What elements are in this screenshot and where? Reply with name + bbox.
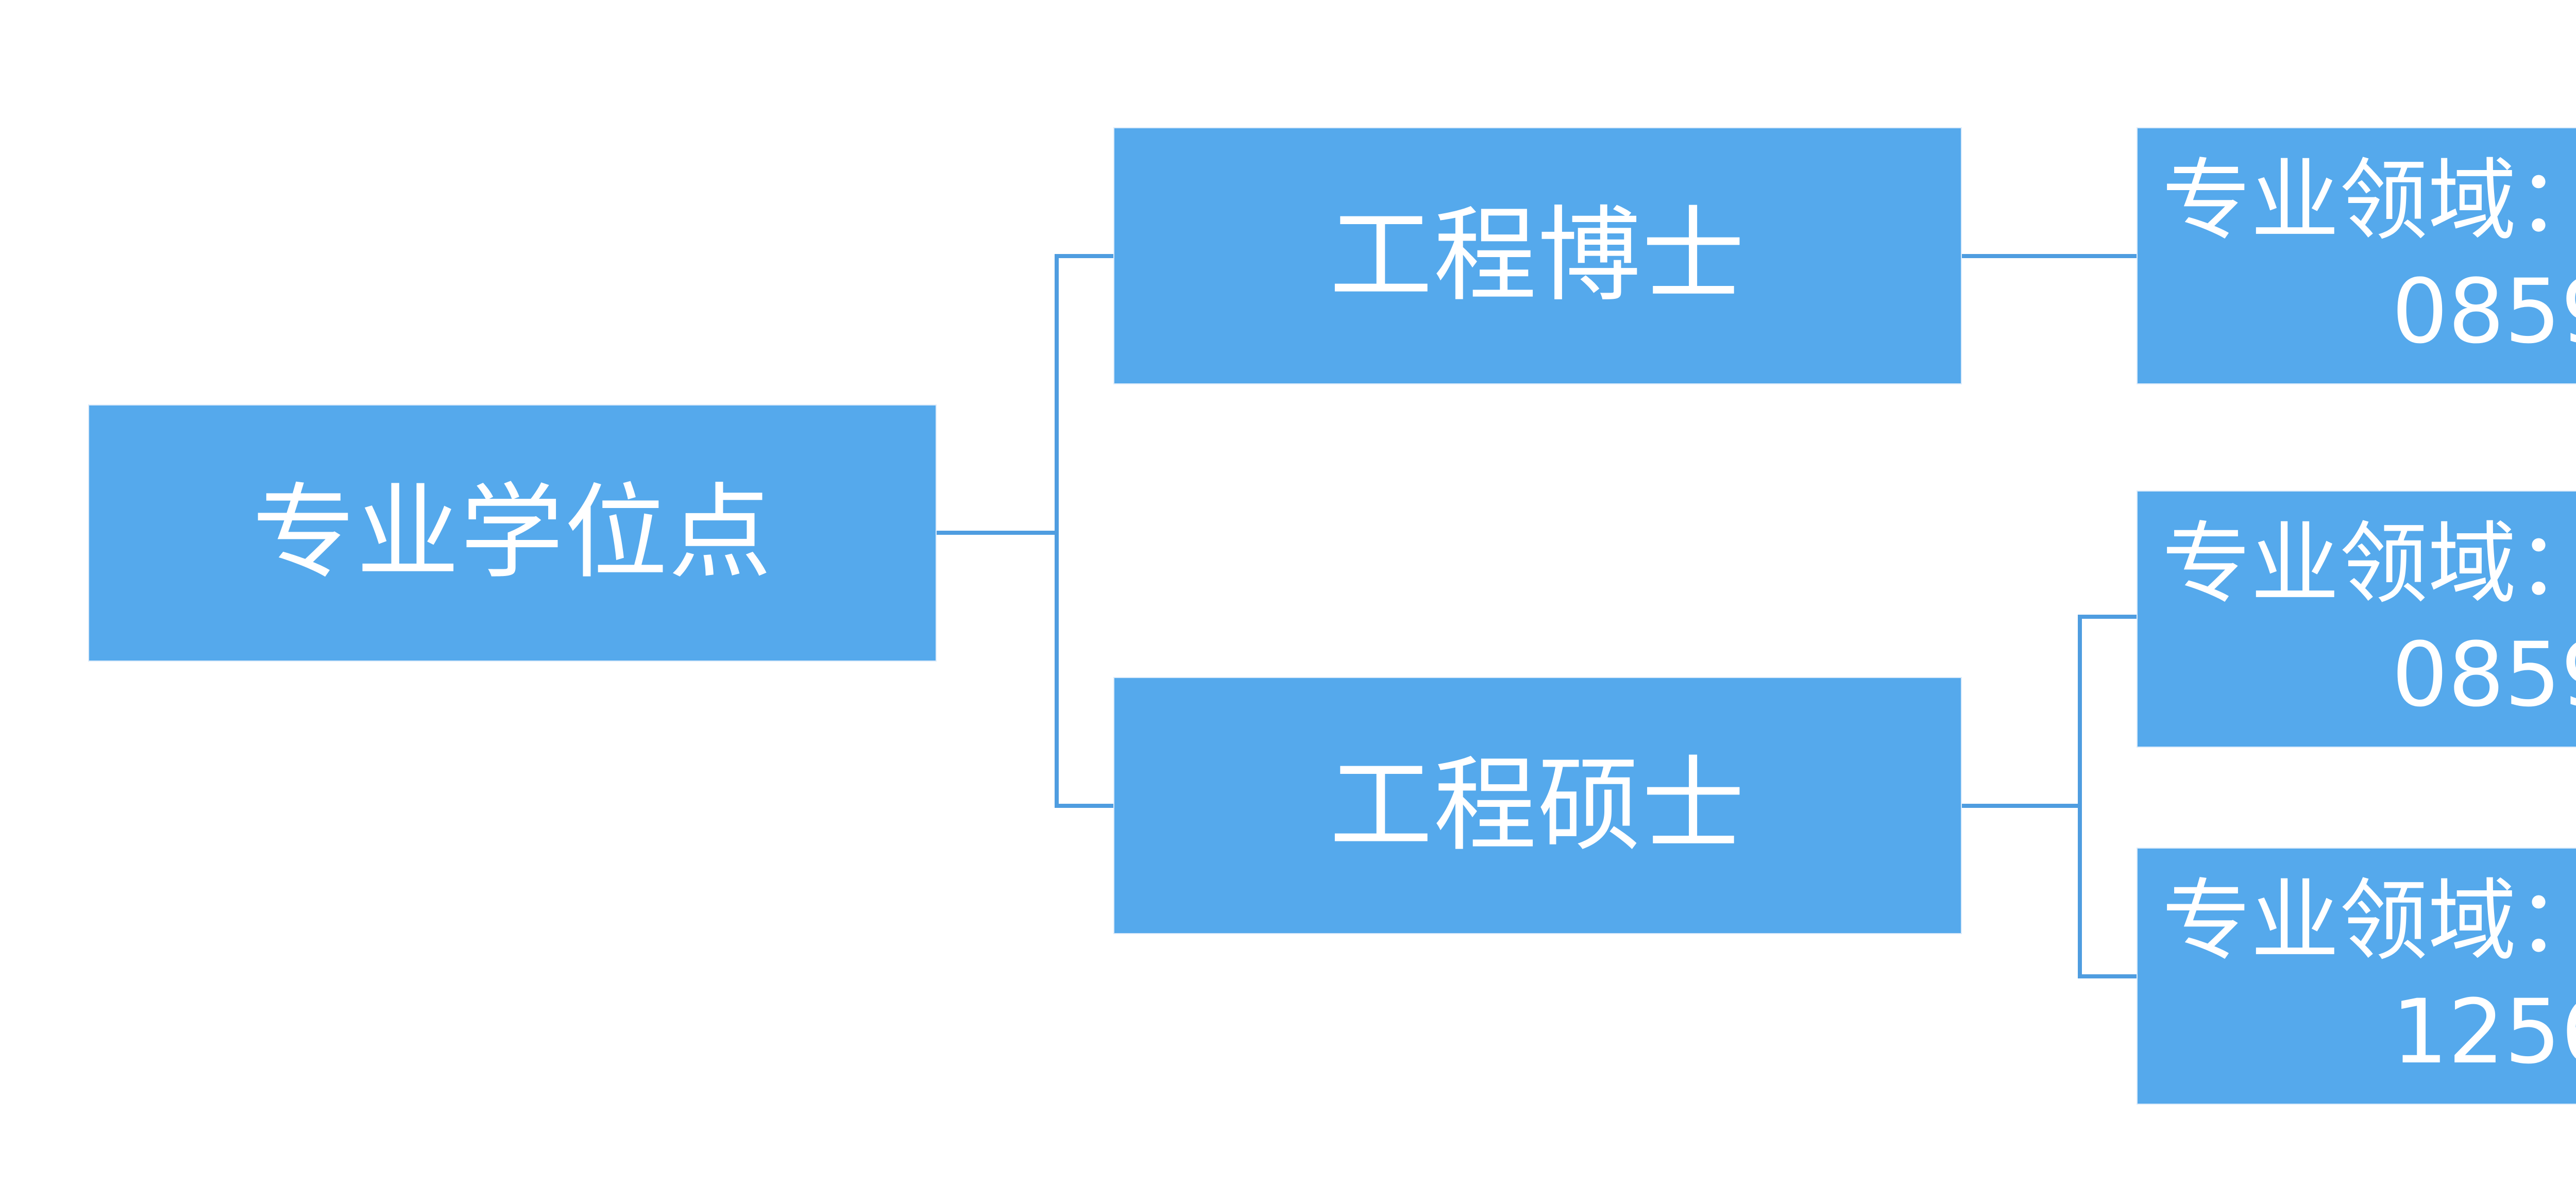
leaf-node-master-water-conservancy: 专业领域：水利工程 085902 (2137, 490, 2576, 748)
node-engineering-doctor-label: 工程博士 (1329, 195, 1746, 316)
root-node-professional-degree: 专业学位点 (88, 404, 937, 662)
leaf1-field-label: 专业领域：水利工程 (2162, 148, 2576, 252)
leaf2-code-label: 085902 (2392, 622, 2576, 726)
root-node-label: 专业学位点 (252, 472, 773, 593)
leaf-node-doctor-water-conservancy: 专业领域：水利工程 085902 (2137, 127, 2576, 384)
connector-master-horizontal (1962, 804, 2082, 808)
connector-stub-master (1055, 804, 1113, 808)
connector-right-bracket-vertical (2078, 615, 2082, 978)
leaf-node-master-engineering-management: 专业领域：工程管理 125601 (2137, 848, 2576, 1105)
connector-doctor-to-leaf1 (1962, 254, 2137, 258)
node-engineering-doctor: 工程博士 (1113, 127, 1962, 384)
node-engineering-master-label: 工程硕士 (1329, 745, 1746, 866)
connector-stub-leaf3 (2078, 974, 2137, 978)
leaf3-code-label: 125601 (2392, 979, 2576, 1084)
node-engineering-master: 工程硕士 (1113, 677, 1962, 934)
leaf1-code-label: 085902 (2392, 259, 2576, 363)
connector-stub-doctor (1055, 254, 1113, 258)
connector-left-bracket-vertical (1055, 254, 1059, 808)
leaf3-field-label: 专业领域：工程管理 (2162, 869, 2576, 973)
leaf2-field-label: 专业领域：水利工程 (2162, 512, 2576, 616)
connector-root-horizontal (937, 531, 1059, 535)
connector-stub-leaf2 (2078, 615, 2137, 619)
